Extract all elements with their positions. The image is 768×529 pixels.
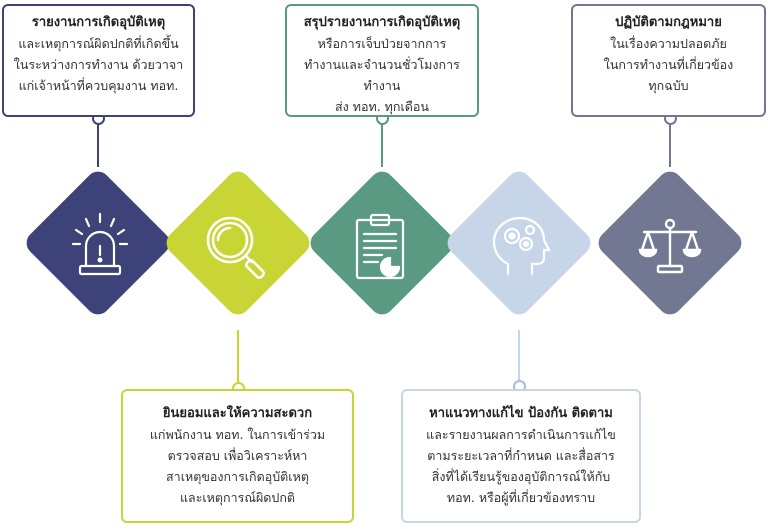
magnifier-icon bbox=[206, 216, 265, 279]
step-1-description: และเหตุการณ์ผิดปกติที่เกิดขึ้น ในระหว่าง… bbox=[13, 36, 184, 93]
step-5-card: ปฏิบัติตามกฎหมาย ในเรื่องความปลอดภัย ในก… bbox=[571, 4, 766, 117]
step-1-card: รายงานการเกิดอุบัติเหตุ และเหตุการณ์ผิดป… bbox=[2, 4, 195, 117]
clipboard-report-icon bbox=[355, 213, 405, 280]
connector-3 bbox=[381, 117, 383, 167]
step-2-title: ยินยอมและให้ความสะดวก bbox=[162, 406, 313, 421]
connector-4 bbox=[518, 330, 520, 388]
connector-2 bbox=[237, 330, 239, 388]
step-4-description: และรายงานผลการดำเนินการแก้ไข ตามระยะเวลา… bbox=[426, 427, 616, 505]
step-1-title: รายงานการเกิดอุบัติเหตุ bbox=[31, 15, 166, 30]
siren-icon bbox=[71, 212, 129, 276]
step-5-title: ปฏิบัติตามกฎหมาย bbox=[615, 15, 722, 30]
step-3-card: สรุปรายงานการเกิดอุบัติเหตุ หรือการเจ็บป… bbox=[285, 4, 479, 117]
scales-icon bbox=[638, 218, 702, 274]
step-3-description: หรือการเจ็บป่วยจากการ ทำงานและจำนวนชั่วโ… bbox=[304, 36, 460, 114]
connector-1 bbox=[97, 117, 99, 167]
step-5-description: ในเรื่องความปลอดภัย ในการทำงานที่เกี่ยวข… bbox=[603, 36, 734, 93]
step-4-card: หาแนวทางแก้ไข ป้องกัน ติดตาม และรายงานผล… bbox=[401, 389, 641, 523]
step-2-description: แก่พนักงาน ทอท. ในการเข้าร่วม ตรวจสอบ เพ… bbox=[149, 427, 326, 505]
step-2-card: ยินยอมและให้ความสะดวก แก่พนักงาน ทอท. ใน… bbox=[121, 389, 354, 523]
connector-5 bbox=[669, 117, 671, 167]
head-gears-icon bbox=[492, 216, 551, 276]
step-3-title: สรุปรายงานการเกิดอุบัติเหตุ bbox=[303, 15, 461, 30]
step-4-title: หาแนวทางแก้ไข ป้องกัน ติดตาม bbox=[429, 406, 613, 421]
